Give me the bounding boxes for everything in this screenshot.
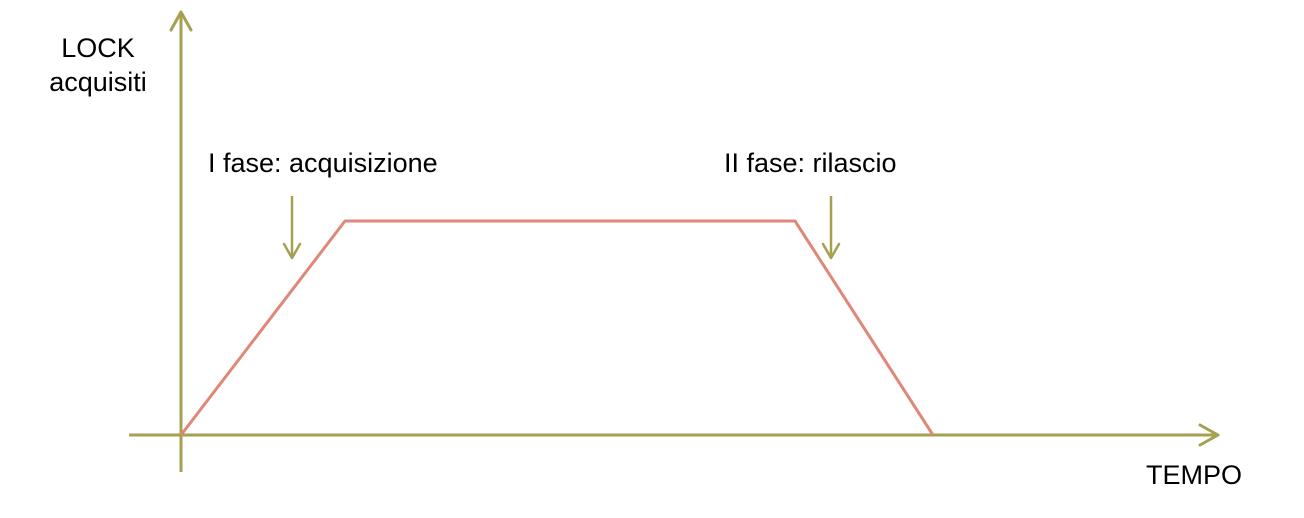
y-axis-arrowhead-icon bbox=[169, 10, 193, 32]
y-axis-label-line1: LOCK bbox=[61, 33, 135, 63]
phase1-annotation: I fase: acquisizione bbox=[208, 148, 438, 178]
locks-curve bbox=[179, 219, 935, 436]
phase2-annotation: II fase: rilascio bbox=[724, 148, 897, 178]
x-axis-arrowhead-icon bbox=[1198, 423, 1220, 447]
phase1-arrow-icon bbox=[282, 196, 302, 260]
x-axis-label: TEMPO bbox=[1146, 460, 1243, 490]
y-axis-label-line2: acquisiti bbox=[49, 67, 147, 97]
y-axis-label: LOCK acquisiti bbox=[40, 31, 156, 99]
phase2-arrow-icon bbox=[821, 196, 841, 260]
